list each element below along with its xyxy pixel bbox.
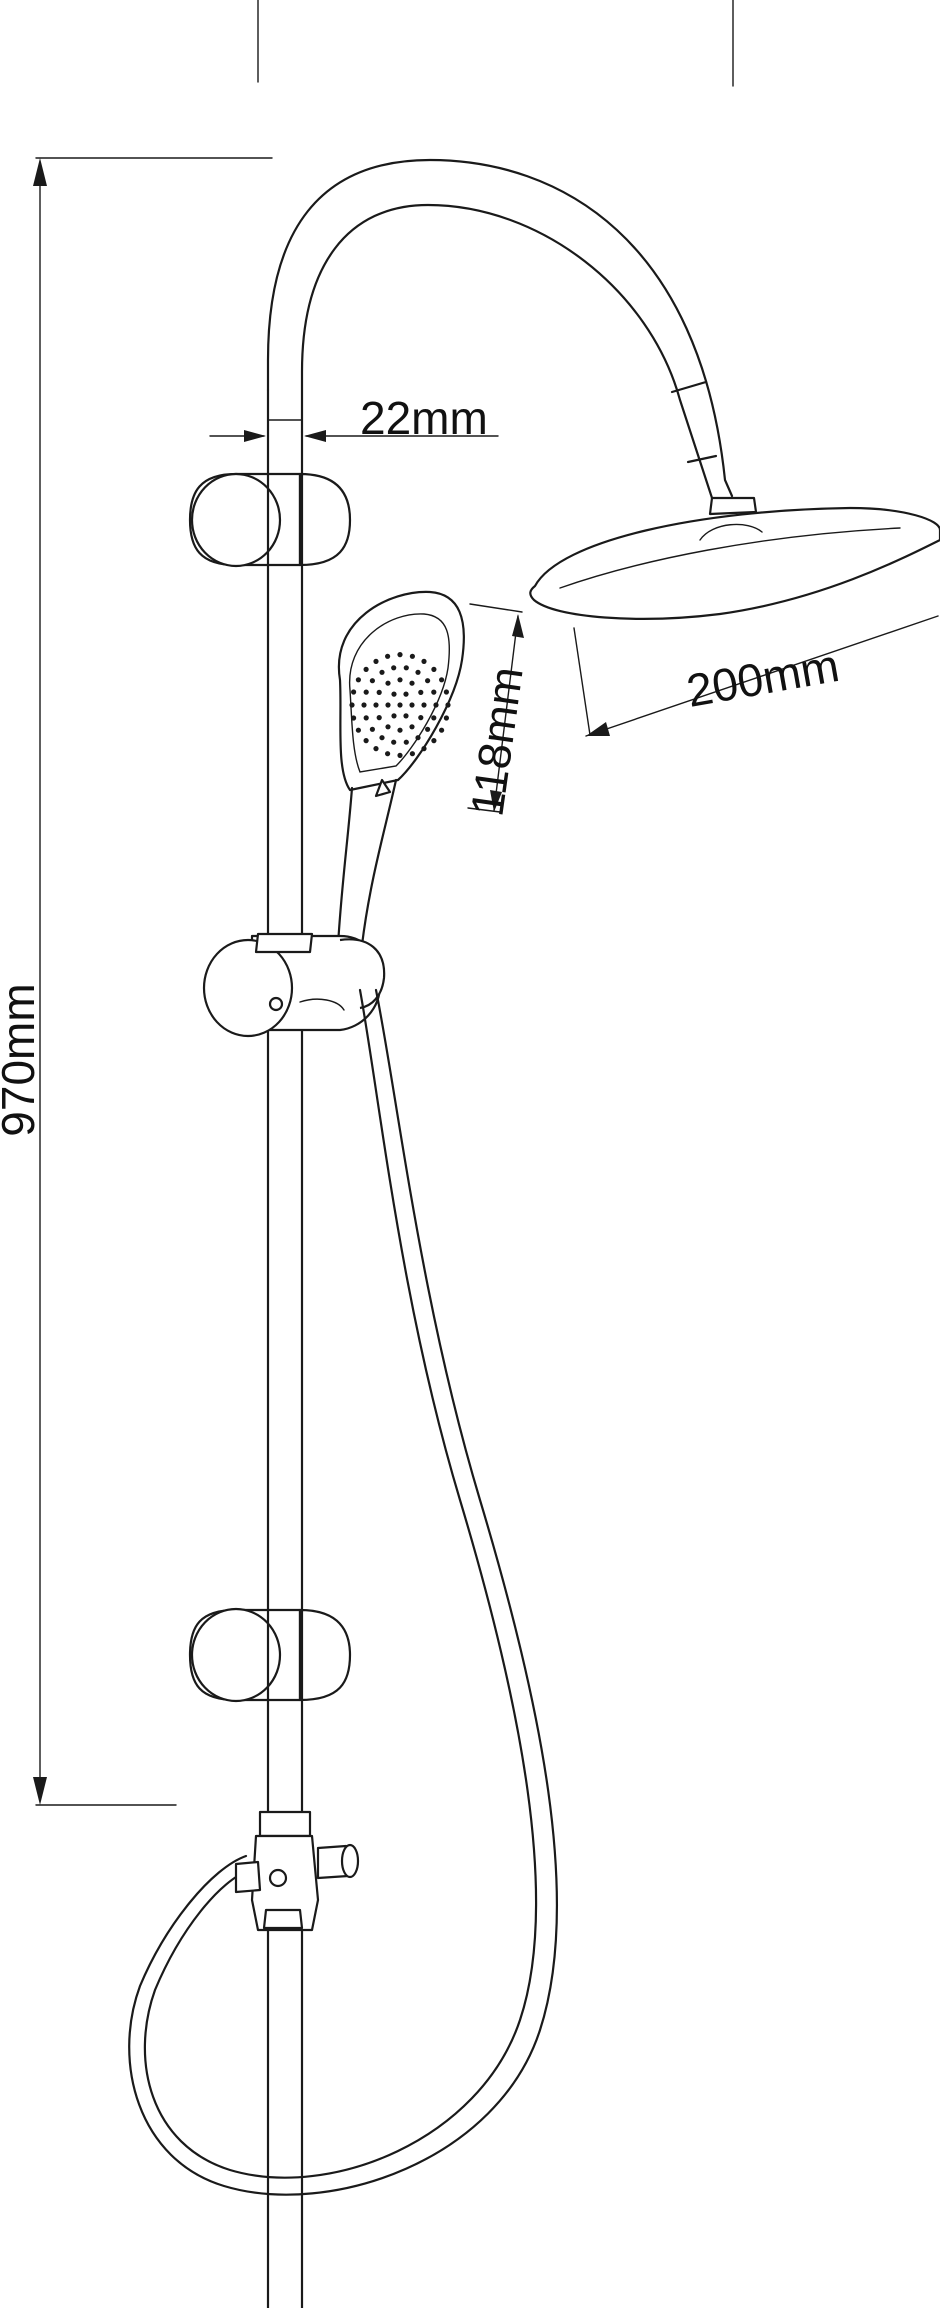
height-dimension: 970mm: [0, 157, 273, 1806]
nozzle-dot: [418, 715, 424, 721]
nozzle-dot: [397, 652, 403, 658]
nozzle-dot: [373, 746, 379, 752]
nozzle-dot: [369, 678, 375, 684]
nozzle-dot: [445, 702, 451, 708]
nozzle-dot: [379, 669, 385, 675]
nozzle-dot: [369, 726, 375, 732]
nozzle-dot: [391, 739, 397, 745]
nozzle-dot: [385, 653, 391, 659]
nozzle-dot: [421, 702, 427, 708]
rail-diameter-label: 22mm: [360, 392, 488, 444]
nozzle-dot: [363, 738, 369, 744]
nozzle-dot: [409, 653, 415, 659]
nozzle-dot: [425, 726, 431, 732]
nozzle-dot: [373, 702, 379, 708]
nozzle-dot: [409, 751, 415, 757]
nozzle-dot: [397, 727, 403, 733]
hand-shower: [336, 590, 465, 947]
nozzle-dot: [363, 666, 369, 673]
nozzle-dot: [421, 658, 427, 665]
nozzle-dot: [397, 702, 403, 708]
nozzle-dot: [403, 713, 409, 719]
nozzle-dot: [418, 689, 424, 696]
nozzle-dot: [415, 735, 421, 741]
nozzle-dot: [391, 691, 397, 697]
nozzle-dot: [409, 724, 415, 730]
nozzle-dot: [385, 751, 391, 757]
nozzle-dot: [363, 689, 369, 695]
nozzle-dot: [385, 702, 391, 708]
nozzle-dot: [385, 724, 391, 730]
slide-rail: [266, 158, 734, 2308]
nozzle-dot: [409, 702, 415, 708]
nozzle-dot: [351, 715, 357, 721]
nozzle-dot: [397, 752, 403, 759]
nozzle-dot: [431, 715, 437, 721]
nozzle-dot: [391, 665, 397, 671]
wall-bracket-bottom: [188, 1607, 352, 1703]
rail-diameter-dimension: 22mm: [209, 392, 499, 444]
nozzle-dot: [355, 677, 361, 683]
nozzle-dot: [431, 689, 437, 695]
overhead-shower-head: [529, 496, 940, 620]
nozzle-dot: [361, 702, 367, 708]
nozzle-dot: [443, 715, 449, 721]
overhead-width-dimension: 200mm: [573, 615, 939, 737]
hand-shower-slider: [202, 932, 386, 1038]
nozzle-dot: [421, 746, 427, 752]
nozzle-dot: [443, 689, 449, 695]
height-dimension-label: 970mm: [0, 983, 44, 1136]
nozzle-dot: [431, 738, 437, 744]
nozzle-dot: [433, 702, 439, 708]
overhead-width-label: 200mm: [683, 639, 843, 717]
handshower-width-dimension: 118mm: [460, 603, 533, 820]
shower-hose: [128, 988, 559, 2196]
spray-nozzles: [349, 652, 451, 759]
nozzle-dot: [379, 735, 385, 741]
nozzle-dot: [403, 739, 409, 745]
nozzle-dot: [376, 715, 382, 721]
nozzle-dot: [373, 658, 379, 665]
nozzle-dot: [355, 727, 361, 733]
nozzle-dot: [376, 689, 382, 696]
nozzle-dot: [397, 677, 403, 683]
handshower-width-label: 118mm: [460, 664, 532, 820]
nozzle-dot: [431, 666, 437, 673]
nozzle-dot: [403, 665, 409, 671]
nozzle-dot: [425, 678, 431, 684]
nozzle-dot: [439, 677, 445, 683]
nozzle-dot: [349, 702, 355, 708]
wall-bracket-top: [188, 472, 352, 568]
nozzle-dot: [391, 713, 397, 719]
nozzle-dot: [415, 669, 421, 675]
nozzle-dot: [403, 691, 409, 697]
nozzle-dot: [363, 715, 369, 721]
nozzle-dot: [351, 689, 357, 695]
diverter-valve: [234, 1810, 360, 1932]
nozzle-dot: [409, 680, 415, 686]
nozzle-dot: [439, 727, 445, 733]
nozzle-dot: [385, 680, 391, 686]
top-reference-lines: [257, 0, 734, 87]
